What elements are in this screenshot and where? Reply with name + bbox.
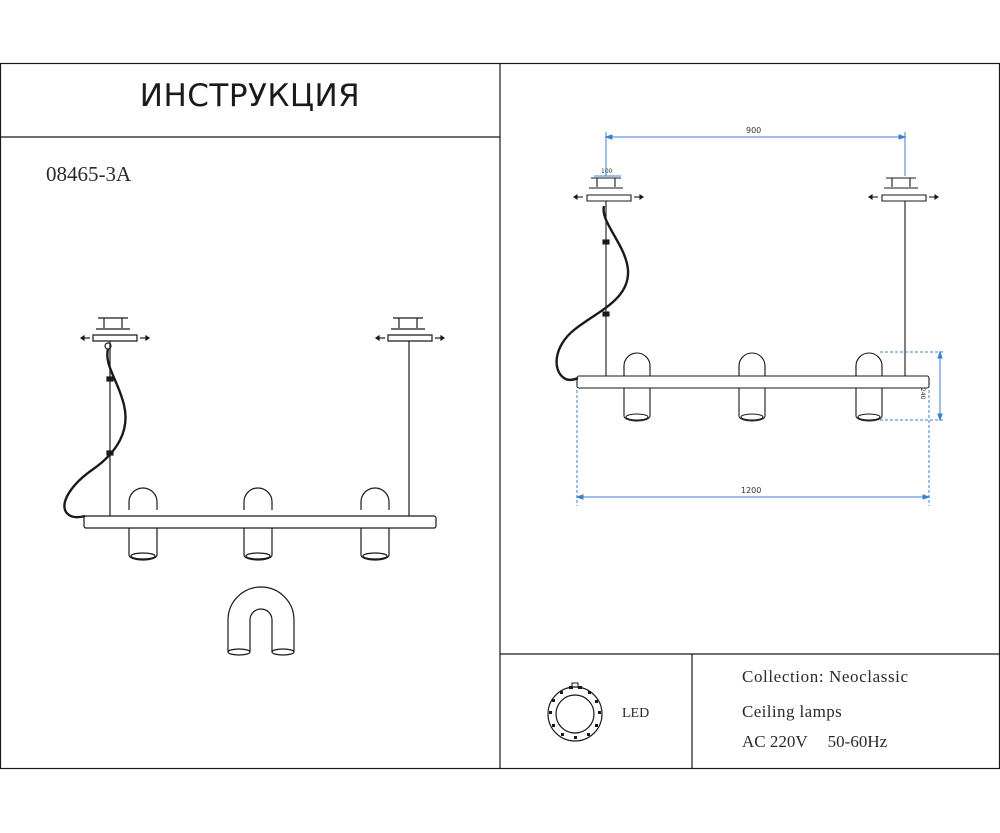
- shade-3: [360, 487, 390, 561]
- led-ring-icon: [547, 682, 603, 742]
- dimension-width-top: 900: [746, 126, 762, 135]
- shade-dim-3: [855, 352, 883, 422]
- page-title: ИНСТРУКЦИЯ: [139, 78, 361, 114]
- led-label: LED: [622, 706, 650, 721]
- voltage-text: AC 220V: [742, 732, 808, 751]
- shade-1: [128, 487, 158, 561]
- dimension-height: 240: [919, 388, 926, 400]
- shade-dim-1: [623, 352, 651, 422]
- dimension-length: 1200: [741, 486, 762, 495]
- dimension-canopy: 100: [601, 168, 613, 175]
- canopy-left: [79, 317, 151, 350]
- shade-2: [243, 487, 273, 561]
- model-number: 08465-3A: [46, 162, 132, 186]
- frequency-text: 50-60Hz: [827, 732, 888, 751]
- collection-text: Collection: Neoclassic: [742, 667, 909, 686]
- fixture-drawing-left: [63, 317, 446, 656]
- canopy-right: [374, 317, 446, 342]
- canopy-left-dim: [573, 177, 644, 202]
- shade-dim-2: [738, 352, 766, 422]
- side-profile: [227, 586, 295, 656]
- type-text: Ceiling lamps: [742, 702, 843, 721]
- fixture-drawing-right: [555, 132, 945, 506]
- power-spec: AC 220V 50-60Hz: [742, 732, 887, 752]
- canopy-right-dim: [868, 177, 939, 202]
